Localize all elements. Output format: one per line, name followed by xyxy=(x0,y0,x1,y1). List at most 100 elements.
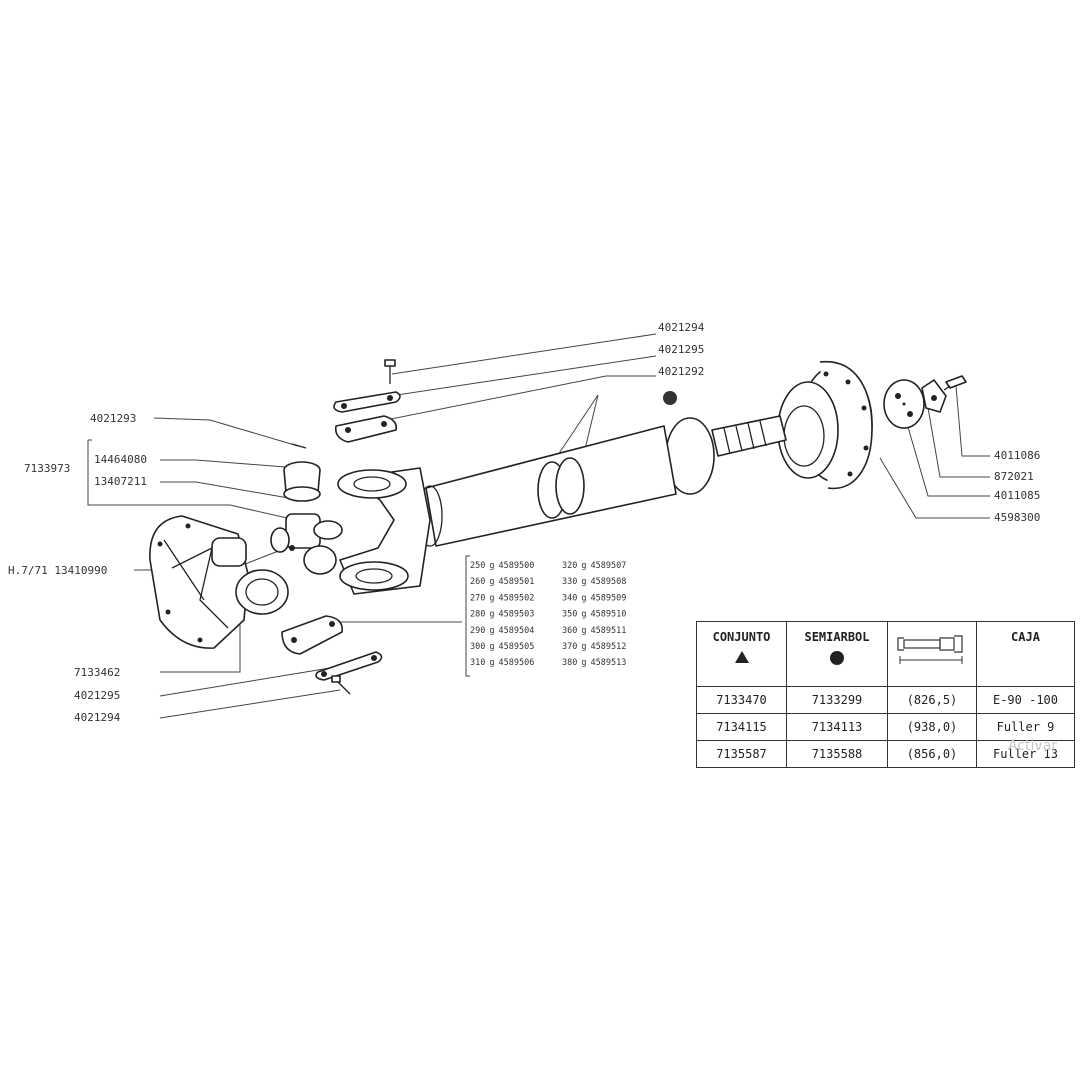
bearing-cap xyxy=(283,461,321,502)
top-strap xyxy=(333,391,401,413)
label-7133973: 7133973 xyxy=(24,462,70,475)
weight-value: 360 xyxy=(562,626,577,636)
label-4598300: 4598300 xyxy=(994,511,1040,524)
label-4021292: 4021292 xyxy=(658,365,704,378)
label-13407211: 13407211 xyxy=(94,475,147,488)
header-conjunto-label: CONJUNTO xyxy=(712,630,771,644)
table-cell: 7135588 xyxy=(786,740,888,768)
label-4021295-bottom: 4021295 xyxy=(74,689,120,702)
weight-unit: g xyxy=(581,626,586,636)
table-cell: Fuller 13 xyxy=(976,740,1075,768)
table-cell: 7133299 xyxy=(786,686,888,714)
header-conjunto: CONJUNTO xyxy=(696,621,787,687)
activation-watermark: Activar xyxy=(1008,738,1058,754)
semiarbol-marker xyxy=(663,391,677,405)
weight-unit: g xyxy=(489,658,494,668)
differential-housing xyxy=(149,515,289,649)
weight-item: 330 g 4589508 xyxy=(562,577,626,587)
weight-value: 380 xyxy=(562,658,577,668)
bottom-plate xyxy=(281,615,343,655)
header-caja: CAJA xyxy=(976,621,1075,687)
weight-code: 4589508 xyxy=(590,577,626,587)
weight-unit: g xyxy=(489,593,494,603)
table-cell: 7135587 xyxy=(696,740,787,768)
weight-item: 300 g 4589505 xyxy=(470,642,534,652)
weight-value: 350 xyxy=(562,610,577,620)
header-shaft xyxy=(887,621,977,687)
weight-unit: g xyxy=(489,626,494,636)
weight-value: 340 xyxy=(562,593,577,603)
weight-value: 260 xyxy=(470,577,485,587)
weight-value: 250 xyxy=(470,561,485,571)
universal-cross xyxy=(270,513,343,575)
bottom-bolt xyxy=(331,675,351,695)
pin xyxy=(291,443,307,449)
weight-code: 4589512 xyxy=(590,642,626,652)
table-cell: (856,0) xyxy=(887,740,977,768)
top-bolt xyxy=(384,359,396,384)
label-4011086: 4011086 xyxy=(994,449,1040,462)
weight-code: 4589511 xyxy=(590,626,626,636)
weight-code: 4589501 xyxy=(498,577,534,587)
table-cell: 7134113 xyxy=(786,713,888,741)
weight-unit: g xyxy=(581,658,586,668)
header-semiarbol-label: SEMIARBOL xyxy=(804,630,870,644)
bolt-right xyxy=(943,375,967,391)
triangle-icon xyxy=(734,651,749,663)
weight-unit: g xyxy=(489,642,494,652)
callout-labels: 4021294 4021295 4021292 4021293 7133973 … xyxy=(8,321,1040,724)
yoke xyxy=(337,467,431,595)
weight-code: 4589509 xyxy=(590,593,626,603)
label-13410990: H.7/71 13410990 xyxy=(8,564,107,577)
weight-item: 370 g 4589512 xyxy=(562,642,626,652)
weight-item: 270 g 4589502 xyxy=(470,593,534,603)
table-cell: 7133470 xyxy=(696,686,787,714)
companion-flange xyxy=(777,360,873,490)
weight-code: 4589510 xyxy=(590,610,626,620)
shaft-icon xyxy=(897,635,963,664)
weight-item: 290 g 4589504 xyxy=(470,626,534,636)
table-header-row: CONJUNTO SEMIARBOL CAJA xyxy=(696,621,1075,687)
label-14464080: 14464080 xyxy=(94,453,147,466)
weight-unit: g xyxy=(581,577,586,587)
weight-value: 320 xyxy=(562,561,577,571)
washer-plate xyxy=(921,379,947,413)
weight-value: 290 xyxy=(470,626,485,636)
label-872021: 872021 xyxy=(994,470,1034,483)
weight-value: 270 xyxy=(470,593,485,603)
table-cell: (826,5) xyxy=(887,686,977,714)
label-4021293: 4021293 xyxy=(90,412,136,425)
weight-code: 4589505 xyxy=(498,642,534,652)
label-4021294-bottom: 4021294 xyxy=(74,711,121,724)
table-cell: 7134115 xyxy=(696,713,787,741)
header-semiarbol: SEMIARBOL xyxy=(786,621,888,687)
weight-value: 330 xyxy=(562,577,577,587)
weight-unit: g xyxy=(581,642,586,652)
filled-circle-icon xyxy=(830,651,844,665)
weight-code: 4589502 xyxy=(498,593,534,603)
weight-unit: g xyxy=(581,561,586,571)
weight-item: 380 g 4589513 xyxy=(562,658,626,668)
weight-code: 4589513 xyxy=(590,658,626,668)
table-cell: (938,0) xyxy=(887,713,977,741)
weight-value: 370 xyxy=(562,642,577,652)
lock-plate xyxy=(883,379,925,429)
weight-value: 300 xyxy=(470,642,485,652)
weight-code: 4589503 xyxy=(498,610,534,620)
label-4011085: 4011085 xyxy=(994,489,1040,502)
weight-unit: g xyxy=(489,610,494,620)
weight-code: 4589504 xyxy=(498,626,534,636)
bottom-strap xyxy=(315,651,383,681)
